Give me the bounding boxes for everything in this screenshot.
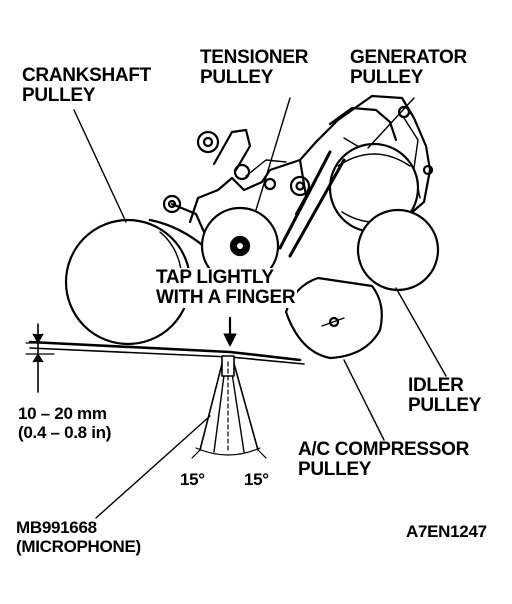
idler-pulley — [356, 208, 440, 292]
deflection-dimension — [25, 323, 55, 393]
leader-lines — [73, 97, 447, 519]
angle-left-label: 15° — [180, 470, 205, 489]
generator-pulley-label: GENERATOR PULLEY — [350, 47, 467, 88]
microphone-cone — [191, 355, 267, 459]
tap-arrow — [223, 316, 237, 347]
crankshaft-pulley-label: CRANKSHAFT PULLEY — [22, 65, 151, 106]
deflection-label: 10 – 20 mm (0.4 – 0.8 in) — [18, 404, 112, 442]
tensioner-pulley — [200, 206, 280, 286]
tap-instruction-label: TAP LIGHTLY WITH A FINGER — [154, 267, 298, 308]
angle-right-label: 15° — [244, 470, 269, 489]
idler-pulley-label: IDLER PULLEY — [408, 375, 482, 416]
drive-belt — [28, 150, 346, 365]
ac-compressor-pulley-label: A/C COMPRESSOR PULLEY — [298, 439, 470, 480]
figure-code: A7EN1247 — [406, 522, 487, 541]
tensioner-pulley-label: TENSIONER PULLEY — [200, 47, 309, 88]
ac-compressor-pulley — [284, 276, 383, 360]
microphone-label: MB991668 (MICROPHONE) — [16, 518, 141, 556]
